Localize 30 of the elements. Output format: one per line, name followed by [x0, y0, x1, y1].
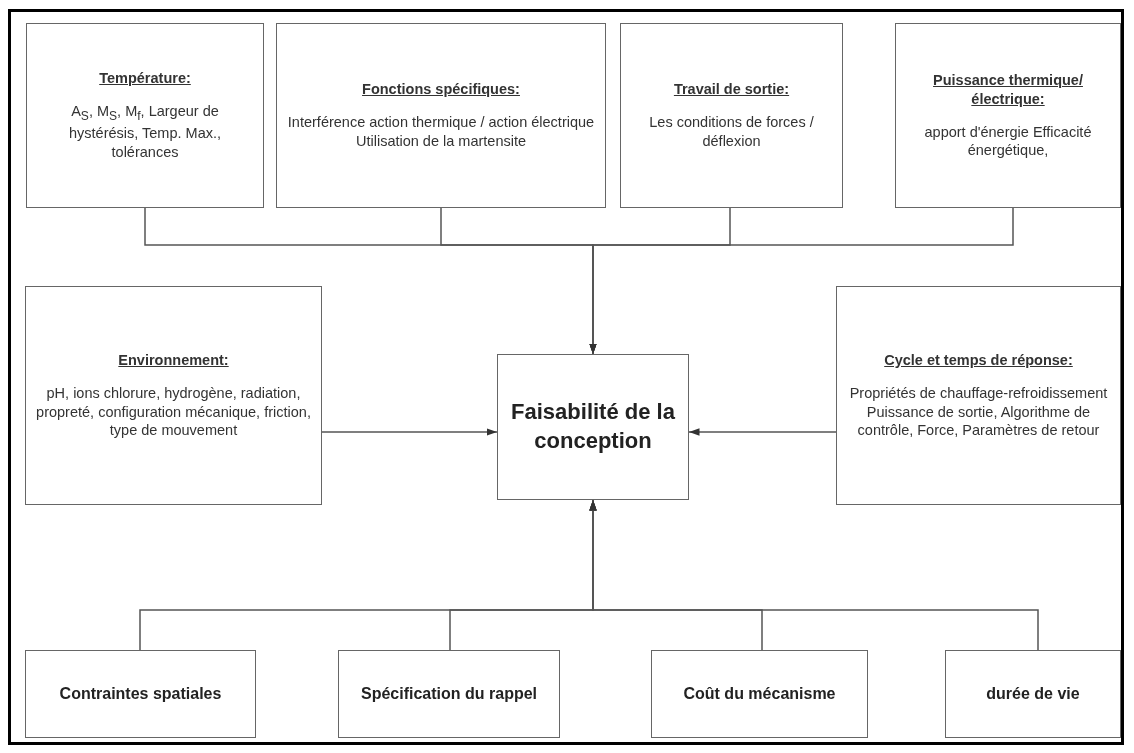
- text-box: [25, 650, 256, 738]
- box-heading: Cycle et temps de réponse:: [884, 350, 1073, 370]
- text-box: [25, 286, 322, 505]
- box-title: durée de vie: [986, 683, 1080, 704]
- text-box: [836, 286, 1121, 505]
- box-heading: Fonctions spécifiques:: [362, 80, 520, 100]
- text-box: [276, 23, 606, 208]
- box-body-text: apport d'énergie Efficacité énergétique,: [923, 122, 1093, 161]
- text-box: [497, 354, 689, 500]
- box-heading: Travail de sortie:: [673, 80, 790, 100]
- box-body-text: A$_{S}$, M$_{S}$, M$_{f}$, Largeur de hystérésis, Temp. Max., tolérances: [68, 101, 222, 163]
- text-box: [895, 23, 1121, 208]
- box-heading: Température:: [99, 68, 191, 88]
- box-body-text: Les conditions de forces / déflexion: [648, 113, 815, 151]
- arrow: [688, 428, 837, 436]
- text-box: [338, 650, 560, 738]
- arrow: [321, 428, 498, 436]
- text-box: [651, 650, 868, 738]
- box-body-text: Interférence action thermique / action électrique Utilisation de la martensite: [286, 113, 596, 151]
- text-box: [26, 23, 264, 208]
- text-box: [945, 650, 1121, 738]
- box-title: Spécification du rappel: [361, 683, 537, 704]
- box-title: Coût du mécanisme: [683, 683, 836, 704]
- box-heading: Puissance thermique/électrique:: [932, 70, 1084, 109]
- box-body-text: pH, ions chlorure, hydrogène, radiation, propreté, configuration mécanique, friction, type de mouvement: [35, 383, 312, 441]
- box-title: Contraintes spatiales: [59, 683, 222, 704]
- box-title: Faisabilité de la conception: [510, 398, 676, 455]
- text-box: [620, 23, 843, 208]
- box-heading: Environnement:: [118, 350, 229, 370]
- box-body-text: Propriétés de chauffage-refroidissement Puissance de sortie, Algorithme de contrôle, Force, Paramètres de retour: [848, 383, 1109, 441]
